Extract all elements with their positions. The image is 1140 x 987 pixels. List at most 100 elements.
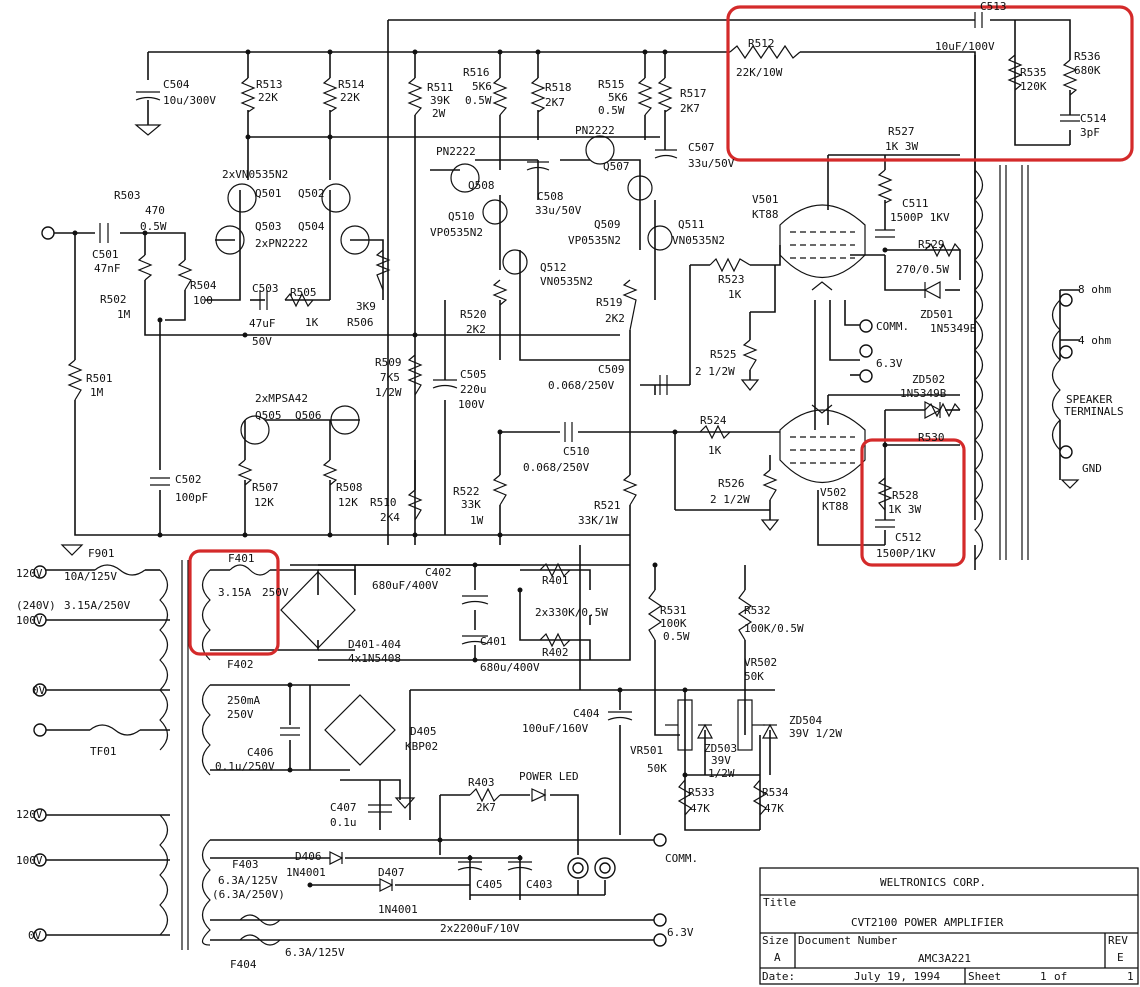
v63-a: 6.3V xyxy=(876,357,903,370)
c405-label: C405 xyxy=(476,878,503,891)
terminal-symbols xyxy=(33,226,1073,947)
r509-symbol xyxy=(407,354,423,396)
v100-b: 100V xyxy=(16,854,43,867)
d405-label: D405 xyxy=(410,725,437,738)
c502-value: 100pF xyxy=(175,491,208,504)
r501-symbol xyxy=(67,359,83,401)
v120-a: 120V xyxy=(16,567,43,580)
comm-2: COMM. xyxy=(665,852,698,865)
zd504-value: 39V 1/2W xyxy=(789,727,842,740)
r526-symbol xyxy=(762,469,778,501)
tube-symbols xyxy=(779,204,866,483)
r536-value: 680K xyxy=(1074,64,1101,77)
r524-value: 1K xyxy=(708,444,722,457)
c504-label: C504 xyxy=(163,78,190,91)
zd503-value1: 39V xyxy=(711,754,731,767)
r513-symbol xyxy=(240,77,256,113)
vn0535-c: VN0535N2 xyxy=(672,234,725,247)
q512-label: Q512 xyxy=(540,261,567,274)
q506-label: Q506 xyxy=(295,409,322,422)
f403-value2: (6.3A/250V) xyxy=(212,888,285,901)
sheet-label: Sheet xyxy=(968,970,1001,983)
v120-b: 120V xyxy=(16,808,43,821)
r502-label: R502 xyxy=(100,293,127,306)
q505-label: Q505 xyxy=(255,409,282,422)
ohm-8: 8 ohm xyxy=(1078,283,1111,296)
r513-label: R513 xyxy=(256,78,283,91)
c501-value: 47nF xyxy=(94,262,121,275)
r536-label: R536 xyxy=(1074,50,1101,63)
r506-label: R506 xyxy=(347,316,374,329)
zd502-value: 1N5349B xyxy=(900,387,947,400)
r517-symbol xyxy=(657,77,673,113)
r518-value: 2K7 xyxy=(545,96,565,109)
pn2222-b: PN2222 xyxy=(436,145,476,158)
c403-label: C403 xyxy=(526,878,553,891)
r535-value: 120K xyxy=(1020,80,1047,93)
r503-symbol xyxy=(137,254,153,281)
c406-label: C406 xyxy=(247,746,274,759)
d406-value: 1N4001 xyxy=(286,866,326,879)
r401-value: 2x330K/0.5W xyxy=(535,606,608,619)
rev-value: E xyxy=(1117,951,1124,964)
c508-value: 33u/50V xyxy=(535,204,582,217)
r531-value1: 100K xyxy=(660,617,687,630)
v250: 250V xyxy=(262,586,289,599)
date-label: Date: xyxy=(762,970,795,983)
docnum-value: AMC3A221 xyxy=(918,952,971,965)
r512-label: R512 xyxy=(748,37,775,50)
bridge-d401-symbol xyxy=(280,571,356,649)
f402-value1: 250mA xyxy=(227,694,260,707)
r525-symbol xyxy=(742,339,758,371)
docnum-label: Document Number xyxy=(798,934,898,947)
f401-value: 3.15A xyxy=(218,586,251,599)
bridge-d405-symbol xyxy=(324,694,396,766)
q503-label: Q503 xyxy=(255,220,282,233)
r516-value2: 0.5W xyxy=(465,94,492,107)
r528-value: 1K 3W xyxy=(888,503,921,516)
highlight-feedback-network xyxy=(726,5,1134,162)
c505-value1: 220u xyxy=(460,383,487,396)
r515-symbol xyxy=(637,77,653,116)
r526-label: R526 xyxy=(718,477,745,490)
r520-label: R520 xyxy=(460,308,487,321)
zd503-value2: 1/2W xyxy=(708,767,735,780)
c503-label: C503 xyxy=(252,282,279,295)
title-block: WELTRONICS CORP. Title CVT2100 POWER AMP… xyxy=(759,867,1139,985)
r503-value2: 0.5W xyxy=(140,220,167,233)
comm-1: COMM. xyxy=(876,320,909,333)
c509-value: 0.068/250V xyxy=(548,379,615,392)
r525-value: 2 1/2W xyxy=(695,365,735,378)
r523-symbol xyxy=(709,257,751,273)
f404-value: 6.3A/125V xyxy=(285,946,345,959)
zd502-label: ZD502 xyxy=(912,373,945,386)
c511-label: C511 xyxy=(902,197,929,210)
c406-value: 0.1u/250V xyxy=(215,760,275,773)
r504-symbol xyxy=(177,259,193,291)
tf01-label: TF01 xyxy=(90,745,117,758)
r510-symbol xyxy=(407,489,423,521)
r535-symbol xyxy=(1007,54,1023,91)
r530-label: R530 xyxy=(918,431,945,444)
r509-value1: 7K5 xyxy=(380,371,400,384)
v501-label: V501 xyxy=(752,193,779,206)
ohm-4: 4 ohm xyxy=(1078,334,1111,347)
f401-label: F401 xyxy=(228,552,255,565)
c514-value: 3pF xyxy=(1080,126,1100,139)
r517-value: 2K7 xyxy=(680,102,700,115)
r509-value2: 1/2W xyxy=(375,386,402,399)
r519-symbol xyxy=(622,279,638,331)
r402-label: R402 xyxy=(542,646,569,659)
r535-label: R535 xyxy=(1020,66,1047,79)
r401-label: R401 xyxy=(542,574,569,587)
r518-label: R518 xyxy=(545,81,572,94)
q501-label: Q501 xyxy=(255,187,282,200)
r520-symbol xyxy=(492,279,508,306)
r528-symbol xyxy=(877,477,893,511)
r532-value: 100K/0.5W xyxy=(744,622,804,635)
vn0535-x2: 2xVN0535N2 xyxy=(222,168,288,181)
ground-symbols xyxy=(60,124,1080,809)
capacitor-symbols xyxy=(99,12,1080,871)
r516-symbol xyxy=(492,77,508,116)
r516-label: R516 xyxy=(463,66,490,79)
